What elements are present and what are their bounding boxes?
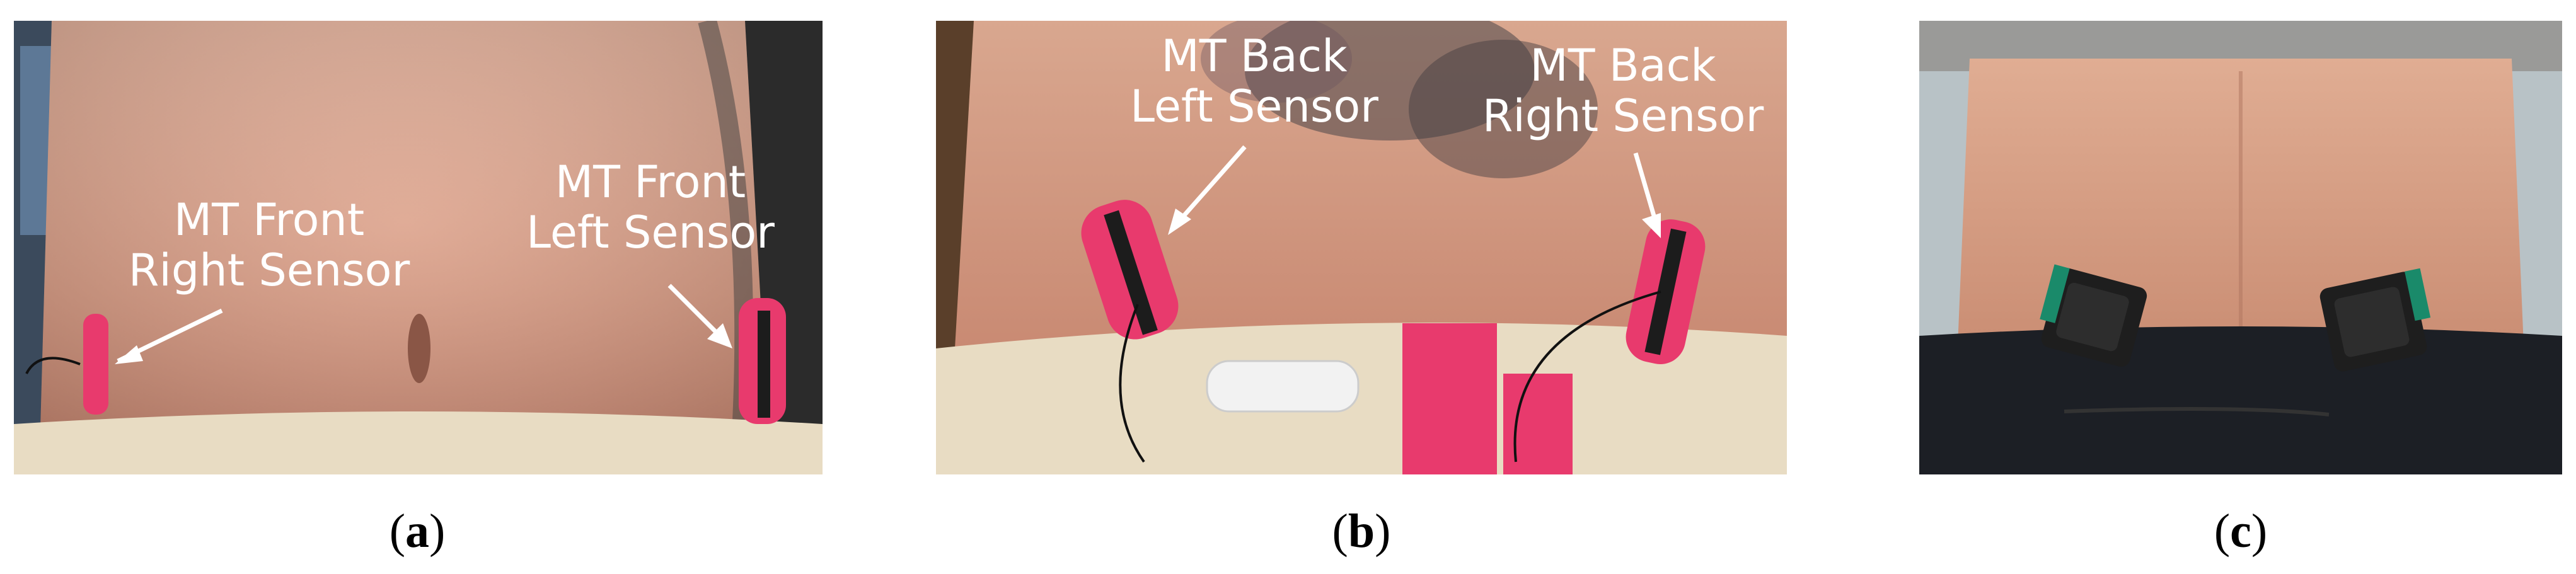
back-imu-photo [1919, 21, 2562, 474]
caption-c-open: ( [2214, 505, 2231, 558]
caption-b-letter: b [1348, 505, 1375, 558]
imu-sensor-left [2040, 264, 2147, 367]
front-right-sensor [83, 314, 108, 415]
label-back-left-line2: Left Sensor [1130, 81, 1378, 132]
label-front-right-line2: Right Sensor [129, 244, 410, 296]
label-front-right-line1: MT Front [174, 194, 364, 246]
lower-back-photo: MT Back Left Sensor MT Back Right Sensor [936, 21, 1787, 474]
caption-c-letter: c [2230, 505, 2251, 558]
label-front-left-line2: Left Sensor [526, 207, 775, 258]
label-back-right-line1: MT Back [1530, 40, 1716, 91]
caption-a-letter: a [405, 505, 429, 558]
front-abdomen-photo: MT Front Right Sensor MT Front Left Sens… [14, 21, 823, 474]
label-back-left-line1: MT Back [1161, 30, 1348, 82]
caption-b-close: ) [1375, 505, 1391, 558]
label-front-left-line1: MT Front [555, 156, 746, 208]
photo-panel-c [1919, 21, 2562, 474]
caption-a-close: ) [429, 505, 446, 558]
photo-panel-a: MT Front Right Sensor MT Front Left Sens… [14, 21, 823, 474]
caption-c-close: ) [2251, 505, 2268, 558]
caption-a-open: ( [389, 505, 405, 558]
label-back-right-line2: Right Sensor [1482, 90, 1764, 142]
caption-a: (a) [323, 504, 512, 559]
caption-c: (c) [2146, 504, 2335, 559]
photo-panel-b: MT Back Left Sensor MT Back Right Sensor [936, 21, 1787, 474]
caption-b: (b) [1267, 504, 1456, 559]
imu-sensor-right [2319, 268, 2431, 372]
caption-b-open: ( [1332, 505, 1348, 558]
